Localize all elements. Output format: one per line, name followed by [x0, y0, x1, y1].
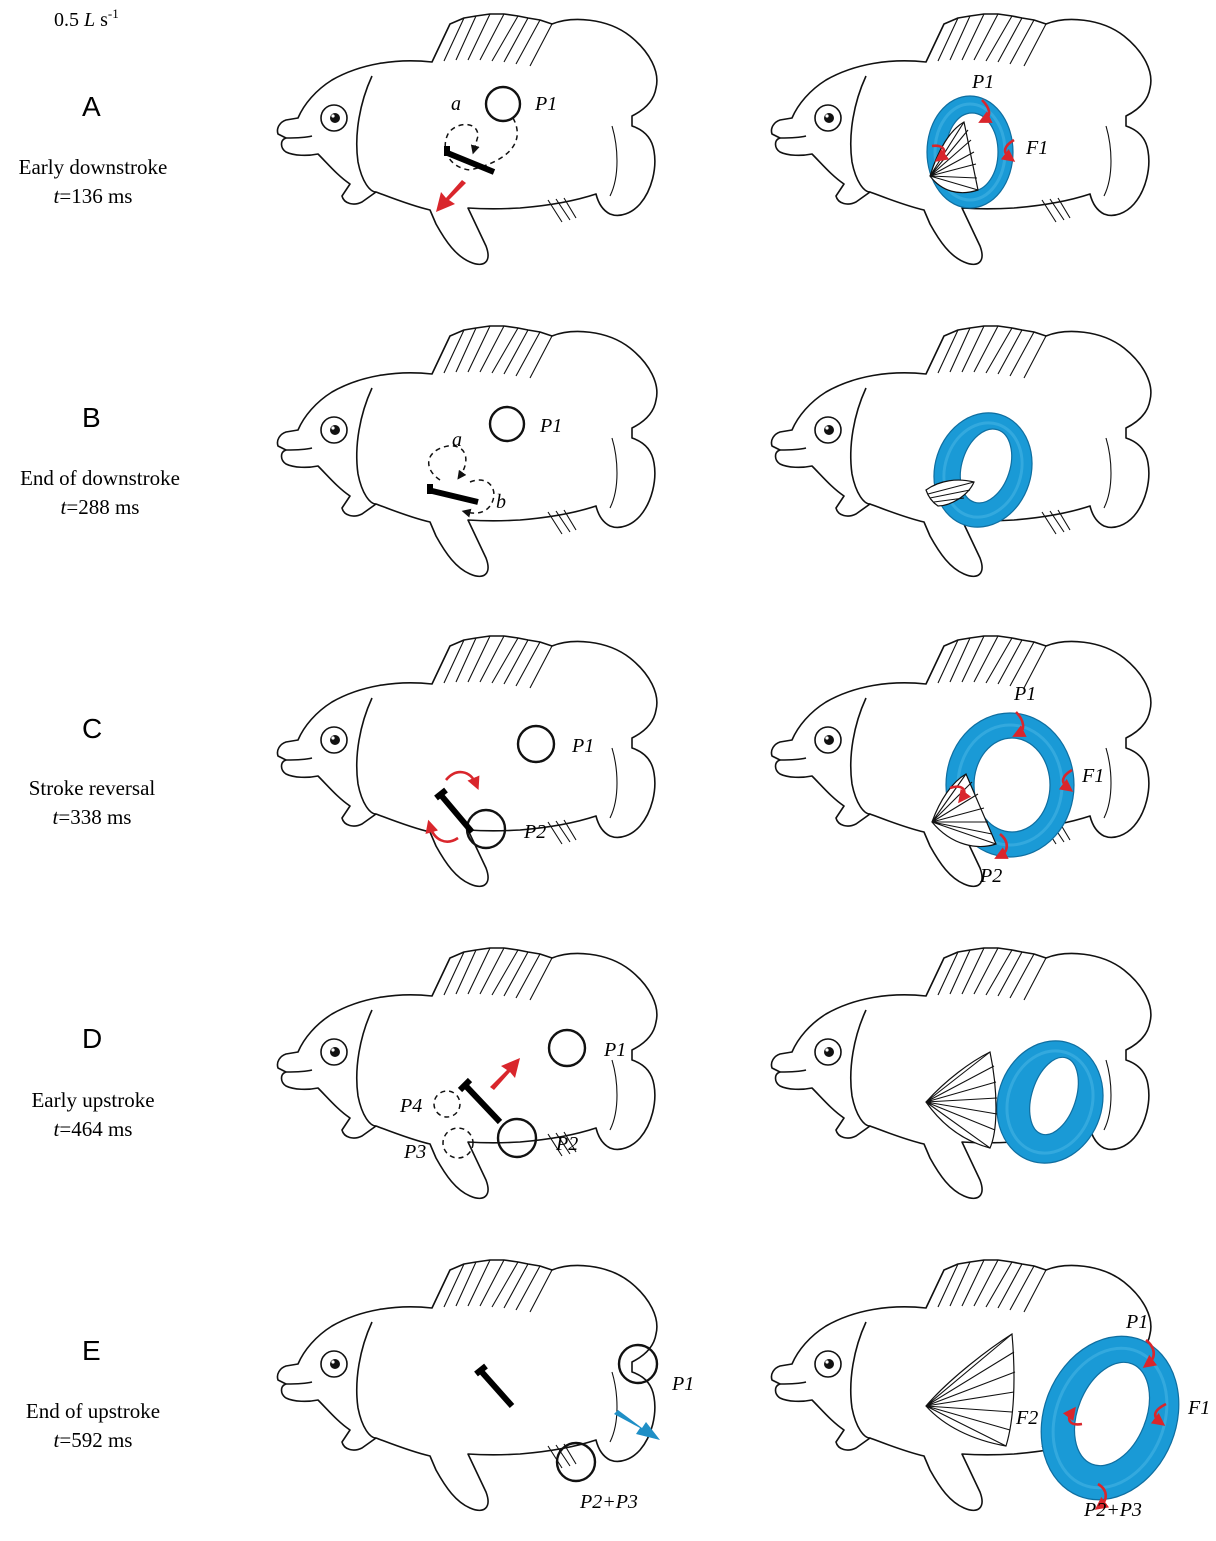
- row-c: C Stroke reversal t=338 ms P1 P2 P1 F1: [29, 636, 1151, 887]
- label-f1: F1: [1081, 765, 1104, 787]
- time-caption: t=338 ms: [53, 805, 132, 829]
- row-b: B End of downstroke t=288 ms P1 a b: [20, 326, 1151, 576]
- phase-caption: End of upstroke: [26, 1399, 160, 1423]
- panel-letter: A: [82, 91, 101, 122]
- label-f1: F1: [1187, 1397, 1210, 1419]
- label-f1: F1: [1025, 137, 1048, 159]
- fish-left: [277, 14, 656, 264]
- label-p2-p3: P2+P3: [1083, 1499, 1142, 1521]
- panel-letter: E: [82, 1335, 101, 1366]
- label-p1: P1: [534, 93, 557, 115]
- fish-left: [277, 948, 656, 1198]
- time-caption: t=136 ms: [54, 184, 133, 208]
- label-p2: P2: [523, 821, 546, 843]
- label-p1: P1: [671, 1373, 694, 1395]
- label-a: a: [451, 93, 461, 115]
- panel-letter: B: [82, 402, 101, 433]
- fish-left: [277, 326, 656, 576]
- phase-caption: End of downstroke: [20, 466, 180, 490]
- label-a: a: [452, 429, 462, 451]
- fish-left: [277, 1260, 656, 1510]
- vortex-p2-p3: [557, 1443, 595, 1481]
- label-p2: P2: [979, 865, 1002, 887]
- fish-left: [277, 636, 656, 886]
- label-p1: P1: [971, 71, 994, 93]
- label-p1: P1: [1125, 1311, 1148, 1333]
- panel-letter: C: [82, 713, 102, 744]
- row-a: A Early downstroke t=136 ms P1 a P1 F1: [19, 14, 1151, 264]
- label-p3: P3: [403, 1141, 426, 1163]
- panel-letter: D: [82, 1023, 102, 1054]
- label-p2-p3: P2+P3: [579, 1491, 638, 1513]
- label-f2: F2: [1015, 1407, 1038, 1429]
- row-e: E End of upstroke t=592 ms P1 P2+P3 P1 F…: [26, 1260, 1210, 1521]
- label-p2: P2: [555, 1133, 578, 1155]
- label-p1: P1: [603, 1039, 626, 1061]
- time-caption: t=592 ms: [54, 1428, 133, 1452]
- label-p1: P1: [539, 415, 562, 437]
- time-caption: t=464 ms: [54, 1117, 133, 1141]
- label-b: b: [496, 491, 506, 513]
- phase-caption: Early downstroke: [19, 155, 168, 179]
- label-p1: P1: [571, 735, 594, 757]
- row-d: D Early upstroke t=464 ms P1 P4 P3 P2: [31, 948, 1150, 1198]
- time-caption: t=288 ms: [61, 495, 140, 519]
- phase-caption: Stroke reversal: [29, 776, 156, 800]
- phase-caption: Early upstroke: [31, 1088, 154, 1112]
- speed-label: 0.5 L s-1: [54, 6, 119, 31]
- label-p1: P1: [1013, 683, 1036, 705]
- label-p4: P4: [399, 1095, 422, 1117]
